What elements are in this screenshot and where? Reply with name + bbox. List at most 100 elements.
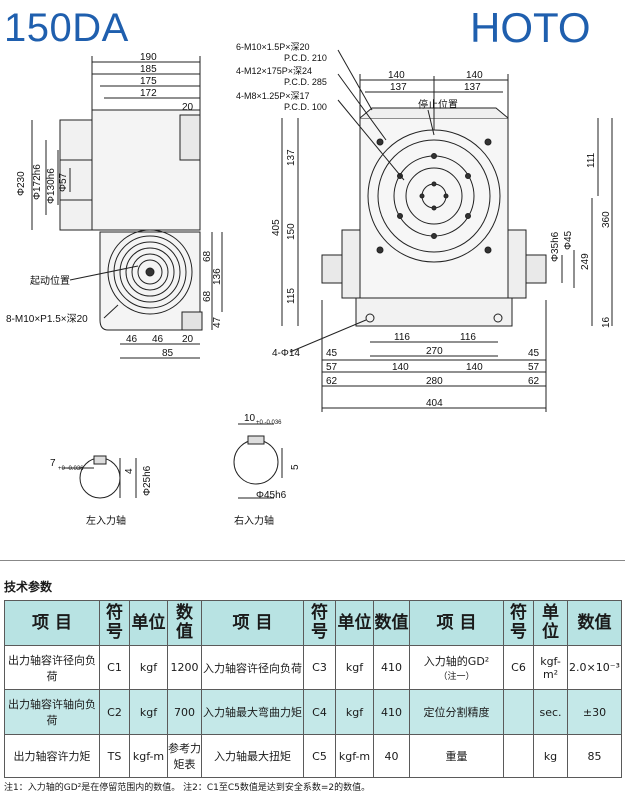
dim-phi57: Φ57 [58,172,69,192]
right-key-depth: 5 [290,464,301,470]
right-key-width: 10 [244,413,256,424]
hole-note-2: 4-M12×175P×深24 [236,66,312,76]
dim-phi35h6: Φ35h6 [550,231,561,262]
dim-360: 360 [601,211,612,228]
dim-68-a: 68 [202,250,213,262]
dim-68-b: 68 [202,290,213,302]
dim-111: 111 [586,152,597,168]
spec-value: 410 [373,645,410,690]
dim-phi230: Φ230 [16,171,27,196]
dim-140-top-a: 140 [388,70,405,81]
dim-249: 249 [580,253,591,270]
dim-20-top: 20 [182,102,194,113]
dim-46-a: 46 [126,334,138,345]
brand-logo: HOTO [470,4,591,51]
spec-code [503,689,534,735]
spec-header-row: 项 目 符号 单位 数值 项 目 符号 单位 数值 项 目 符号 单位 数值 [4,600,622,646]
spec-value: ±30 [567,689,622,735]
hole-note-2-pcd: P.C.D. 285 [284,77,327,87]
spec-code: C2 [99,689,130,735]
spec-value: 2.0×10⁻³ [567,645,622,690]
spec-unit: kgf [129,645,168,690]
left-shaft-diameter: Φ25h6 [142,465,153,496]
dim-47: 47 [212,316,223,328]
dim-137-top-a: 137 [390,82,407,93]
spec-value: 410 [373,689,410,735]
dim-405: 405 [271,219,282,236]
hole-note-3-pcd: P.C.D. 100 [284,102,327,112]
dim-phi130h6: Φ130h6 [46,168,57,204]
left-key-tolerance: +0 -0.036 [58,466,84,472]
spec-item: 出力轴容许轴向负荷 [4,689,100,735]
footnote: 注1：入力轴的GD²是在停留范围内的数值。 注2：C1至C5数值是达到安全系数=… [4,783,371,793]
side-tap-hole: 8-M10×P1.5×深20 [6,313,88,325]
header-code: 符号 [99,600,130,646]
spec-value: 40 [373,734,410,778]
start-position-label: 起动位置 [30,274,70,287]
dim-116-b: 116 [460,332,476,343]
right-shaft-caption: 右入力轴 [234,514,274,527]
hole-note-1: 6-M10×1.5P×深20 [236,42,310,52]
spec-item: 出力轴容许力矩 [4,734,100,778]
dim-116-a: 116 [394,332,410,343]
spec-unit: kg [533,734,568,778]
header-value: 数值 [567,600,622,646]
dim-270: 270 [426,346,443,357]
spec-code: C1 [99,645,130,690]
dim-62-right: 62 [528,376,540,387]
spec-unit: sec. [533,689,568,735]
left-key-depth: 4 [124,468,135,474]
spec-code: TS [99,734,130,778]
spec-item-main: 入力轴的GD² [423,655,490,668]
spec-item: 出力轴容许径向负荷 [4,645,100,690]
header-item: 项 目 [201,600,304,646]
dim-172: 172 [140,88,157,99]
dim-57-right: 57 [528,362,540,373]
dim-45-right: 45 [528,348,540,359]
spec-value: 1200 [167,645,202,690]
dim-phi45: Φ45 [563,230,574,250]
header-item: 项 目 [4,600,100,646]
spec-item-note: （注一） [438,672,475,682]
dim-85: 85 [162,348,174,359]
dim-16: 16 [601,316,612,328]
dim-185: 185 [140,64,157,75]
table-row: 出力轴容许力矩 TS kgf-m 参考力矩表 入力轴最大扭矩 C5 kgf-m … [4,734,622,778]
spec-code: C4 [303,689,336,735]
header-code: 符号 [503,600,534,646]
spec-unit: kgf [129,689,168,735]
spec-item: 入力轴容许径向负荷 [201,645,304,690]
header-unit: 单位 [129,600,168,646]
base-holes-label: 4-Φ14 [272,348,300,359]
spec-unit: kgf [335,689,374,735]
header-value: 数值 [167,600,202,646]
spec-unit: kgf-m [129,734,168,778]
hole-note-3: 4-M8×1.25P×深17 [236,91,310,101]
technical-drawing: 190 185 175 172 20 Φ230 Φ172h6 Φ130h6 Φ5… [6,42,613,527]
spec-code: C3 [303,645,336,690]
spec-unit: kgf [335,645,374,690]
dim-140-top-b: 140 [466,70,483,81]
dim-136: 136 [212,268,223,285]
dim-404: 404 [426,398,443,409]
spec-table: 项 目 符号 单位 数值 项 目 符号 单位 数值 项 目 符号 单位 数值 出… [4,600,622,778]
spec-item: 入力轴的GD² （注一） [409,645,504,690]
spec-item: 定位分割精度 [409,689,504,735]
spec-code: C5 [303,734,336,778]
left-shaft-caption: 左入力轴 [86,514,126,527]
dim-140-bottom-a: 140 [392,362,409,373]
dim-phi172h6: Φ172h6 [32,164,43,200]
dim-150: 150 [286,223,297,240]
table-row: 出力轴容许径向负荷 C1 kgf 1200 入力轴容许径向负荷 C3 kgf 4… [4,645,622,690]
dim-57-left: 57 [326,362,338,373]
hole-note-1-pcd: P.C.D. 210 [284,53,327,63]
dim-62-left: 62 [326,376,338,387]
dim-45-left: 45 [326,348,338,359]
spec-item: 入力轴最大弯曲力矩 [201,689,304,735]
spec-code: C6 [503,645,534,690]
model-number: 150DA [4,6,129,50]
dim-46-b: 46 [152,334,164,345]
dim-137-left: 137 [286,149,297,166]
left-key-width: 7 [50,458,56,469]
spec-value: 85 [567,734,622,778]
